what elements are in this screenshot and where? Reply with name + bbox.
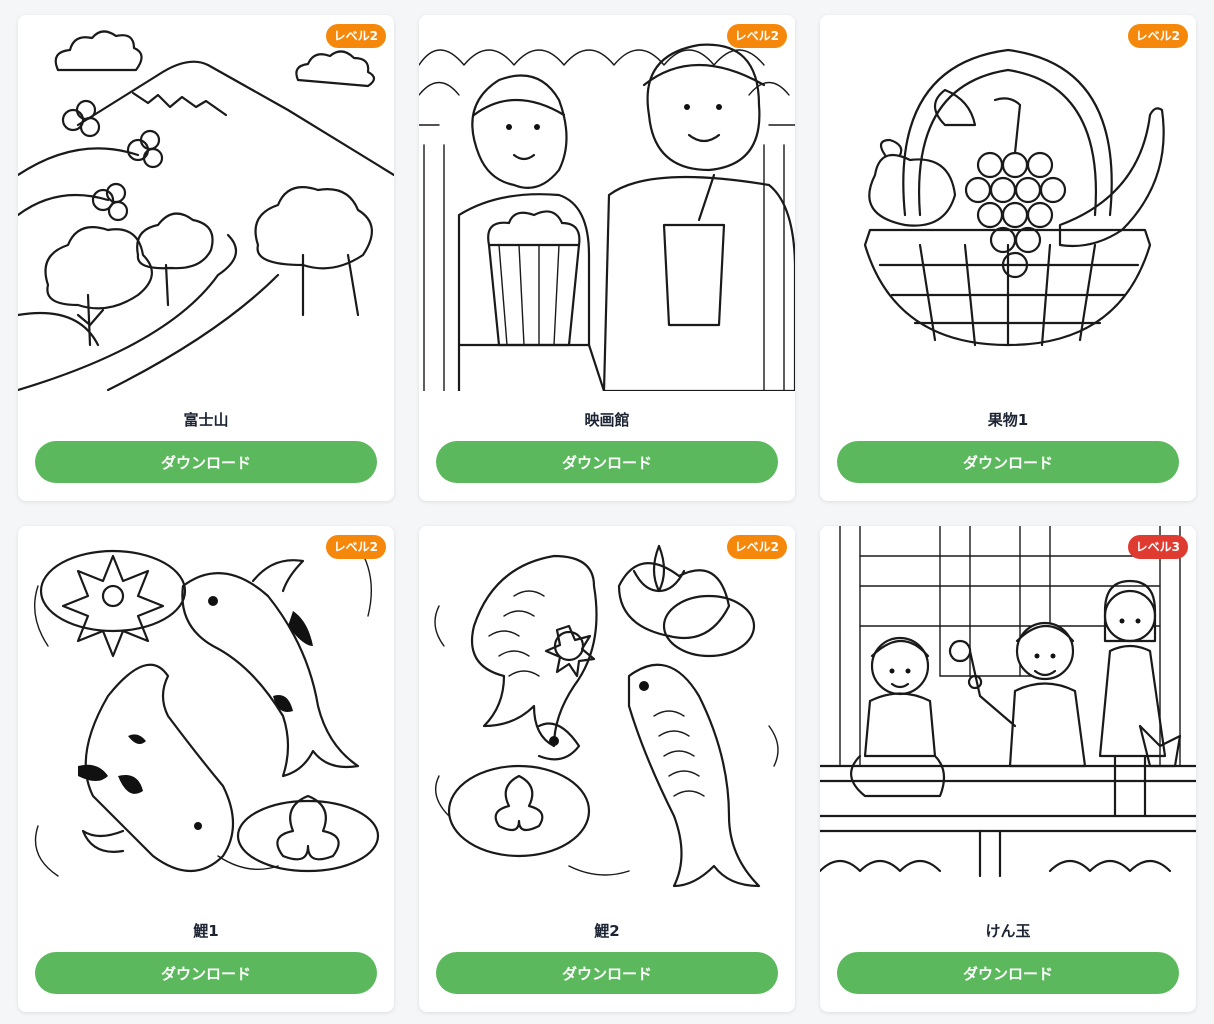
- level-badge: レベル2: [1127, 24, 1188, 48]
- download-button[interactable]: ダウンロード: [837, 441, 1179, 483]
- level-badge: レベル2: [325, 24, 386, 48]
- download-button[interactable]: ダウンロード: [436, 441, 778, 483]
- coloring-thumbnail[interactable]: レベル2: [18, 526, 394, 902]
- coloring-thumbnail[interactable]: レベル2: [18, 15, 394, 391]
- coloring-thumbnail[interactable]: レベル2: [820, 15, 1196, 391]
- coloring-thumbnail[interactable]: レベル2: [419, 15, 795, 391]
- coloring-title: 果物1: [987, 411, 1029, 429]
- coloring-page-grid: レベル2 富士山 ダウンロード: [18, 15, 1198, 1015]
- coloring-title: けん玉: [985, 922, 1031, 940]
- coloring-title: 鯉2: [594, 922, 620, 940]
- level-badge: レベル3: [1127, 535, 1188, 559]
- coloring-title: 映画館: [584, 411, 630, 429]
- coloring-thumbnail[interactable]: レベル2: [419, 526, 795, 902]
- movie-theater-illustration: [419, 43, 795, 391]
- koi-lotus-illustration: [434, 544, 779, 888]
- coloring-title: 鯉1: [193, 922, 219, 940]
- kendama-illustration: [820, 526, 1196, 878]
- coloring-card: レベル3 けん玉 ダウンロード: [820, 526, 1196, 1012]
- mount-fuji-illustration: [18, 30, 394, 391]
- coloring-thumbnail[interactable]: レベル3: [820, 526, 1196, 902]
- koi-pond-illustration: [33, 545, 380, 877]
- fruit-basket-illustration: [863, 48, 1165, 347]
- download-button[interactable]: ダウンロード: [35, 952, 377, 994]
- level-badge: レベル2: [726, 24, 787, 48]
- download-button[interactable]: ダウンロード: [837, 952, 1179, 994]
- coloring-card: レベル2 鯉1 ダウンロード: [18, 526, 394, 1012]
- coloring-title: 富士山: [183, 411, 229, 429]
- coloring-card: レベル2 富士山 ダウンロード: [18, 15, 394, 501]
- level-badge: レベル2: [325, 535, 386, 559]
- coloring-card: レベル2 鯉2 ダウンロード: [419, 526, 795, 1012]
- coloring-card: レベル2 果物1 ダウンロード: [820, 15, 1196, 501]
- coloring-card: レベル2 映画館 ダウンロード: [419, 15, 795, 501]
- download-button[interactable]: ダウンロード: [436, 952, 778, 994]
- level-badge: レベル2: [726, 535, 787, 559]
- download-button[interactable]: ダウンロード: [35, 441, 377, 483]
